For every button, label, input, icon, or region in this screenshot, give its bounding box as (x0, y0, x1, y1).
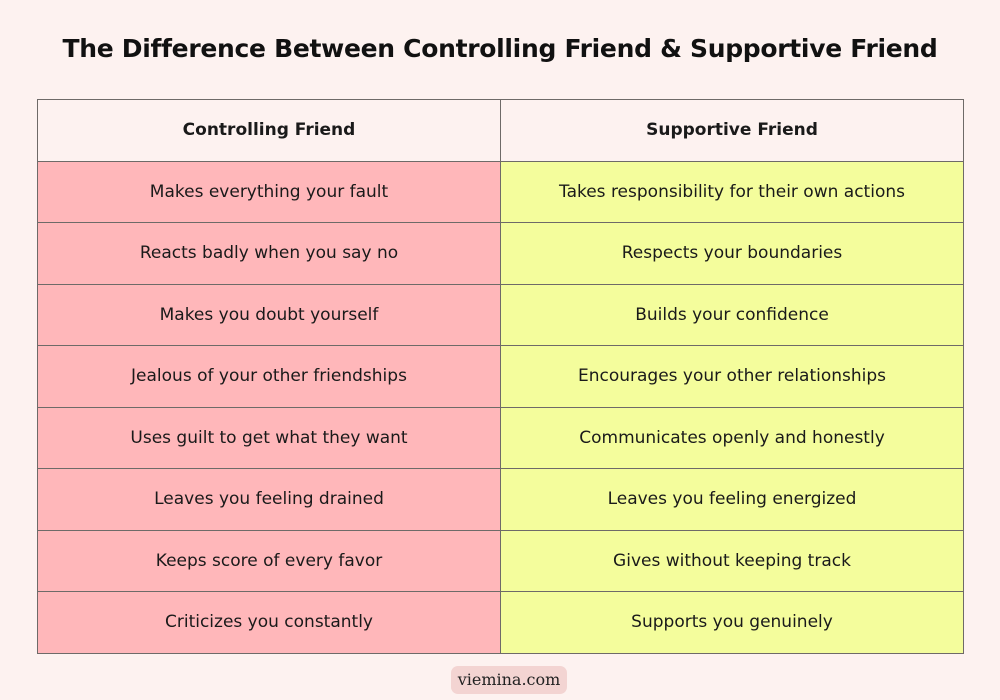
controlling-cell: Makes you doubt yourself (37, 283, 501, 346)
supportive-cell: Encourages your other relationships (500, 345, 964, 408)
header-controlling: Controlling Friend (37, 99, 501, 162)
supportive-cell: Respects your boundaries (500, 222, 964, 285)
page-title: The Difference Between Controlling Frien… (62, 34, 938, 63)
supportive-cell: Communicates openly and honestly (500, 406, 964, 469)
controlling-cell: Makes everything your fault (37, 160, 501, 223)
supportive-cell: Leaves you feeling energized (500, 468, 964, 531)
controlling-cell: Criticizes you constantly (37, 591, 501, 654)
supportive-cell: Builds your confidence (500, 283, 964, 346)
controlling-cell: Keeps score of every favor (37, 529, 501, 592)
supportive-cell: Gives without keeping track (500, 529, 964, 592)
controlling-cell: Uses guilt to get what they want (37, 406, 501, 469)
header-supportive: Supportive Friend (500, 99, 964, 162)
comparison-table: Controlling Friend Supportive Friend Mak… (37, 99, 964, 654)
header-row: Controlling Friend Supportive Friend (37, 99, 964, 162)
supportive-cell: Supports you genuinely (500, 591, 964, 654)
supportive-cell: Takes responsibility for their own actio… (500, 160, 964, 223)
controlling-cell: Jealous of your other friendships (37, 345, 501, 408)
controlling-cell: Reacts badly when you say no (37, 222, 501, 285)
site-badge: viemina.com (451, 666, 567, 694)
controlling-cell: Leaves you feeling drained (37, 468, 501, 531)
